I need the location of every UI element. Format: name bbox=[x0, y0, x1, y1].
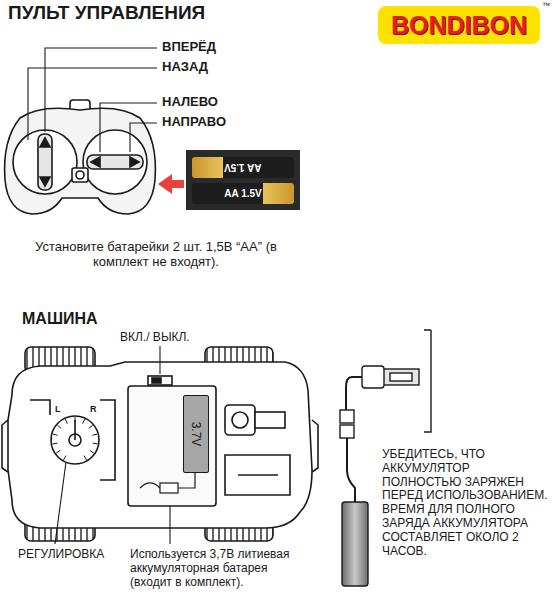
control-label: ВПЕРЁД bbox=[162, 40, 216, 55]
cable bbox=[347, 438, 355, 502]
node-text: AA 1.5V bbox=[224, 162, 261, 173]
battery-bay bbox=[128, 386, 216, 506]
remote-body bbox=[5, 108, 156, 214]
remote-control bbox=[5, 100, 156, 214]
motor bbox=[225, 405, 255, 435]
trim-dial bbox=[51, 416, 99, 464]
connector bbox=[340, 410, 354, 423]
leader-line bbox=[159, 346, 160, 374]
trim-label: РЕГУЛИРОВКА bbox=[18, 548, 104, 562]
leader-lines bbox=[28, 48, 157, 152]
section-title: ПУЛЬТ УПРАВЛЕНИЯ bbox=[8, 2, 205, 24]
bumper bbox=[2, 420, 8, 472]
usb-housing bbox=[362, 366, 384, 388]
usb-contact bbox=[390, 373, 412, 381]
control-label: НАПРАВО bbox=[162, 115, 226, 130]
dial-ticks bbox=[52, 417, 97, 460]
leader-line bbox=[45, 48, 157, 132]
leader-line bbox=[100, 103, 157, 152]
dial-tick bbox=[89, 425, 93, 428]
car-leaders bbox=[55, 346, 170, 544]
back-arrow bbox=[40, 177, 50, 186]
left-arrow bbox=[91, 157, 100, 167]
node-text: AA 1.5V bbox=[224, 188, 261, 199]
charging-note: УБЕДИТЕСЬ, ЧТО АККУМУЛЯТОР ПОЛНОСТЬЮ ЗАР… bbox=[382, 448, 550, 558]
dial-tick bbox=[84, 456, 87, 460]
battery-plug bbox=[160, 483, 178, 493]
car bbox=[2, 347, 318, 541]
axle bbox=[238, 474, 278, 476]
forward-arrow bbox=[40, 138, 50, 147]
power-switch bbox=[148, 376, 172, 385]
bracket bbox=[424, 330, 431, 432]
dial-tick bbox=[53, 434, 58, 435]
usb-plug bbox=[383, 369, 419, 385]
car-chassis bbox=[8, 362, 312, 528]
dial-tick bbox=[90, 450, 94, 453]
leader-line bbox=[169, 506, 170, 544]
dial-tick bbox=[52, 443, 57, 445]
leader-line bbox=[28, 68, 157, 140]
dial-tick bbox=[57, 425, 61, 428]
section-title: МАШИНА bbox=[22, 310, 98, 328]
leader-line bbox=[55, 462, 66, 544]
bumper bbox=[312, 420, 318, 472]
dial-tick bbox=[65, 419, 67, 424]
cable bbox=[346, 377, 362, 410]
leader-line bbox=[130, 123, 157, 152]
left-pad bbox=[13, 130, 77, 194]
dial-tick bbox=[83, 419, 85, 424]
battery-pack bbox=[342, 502, 368, 586]
dial-tick bbox=[93, 443, 98, 445]
dial-tick bbox=[64, 456, 67, 460]
left-right-rocker bbox=[87, 155, 143, 169]
control-label: НАЗАД bbox=[162, 60, 208, 75]
insert-arrow bbox=[158, 174, 184, 194]
battery-wire bbox=[178, 472, 195, 488]
aa-battery: AA 1.5V bbox=[192, 157, 294, 178]
node-text: 3.7V bbox=[189, 422, 203, 447]
power-button bbox=[72, 168, 88, 182]
switch-label: ВКЛ./ ВЫКЛ. bbox=[120, 331, 190, 345]
battery-compartment bbox=[186, 150, 300, 210]
switch-slider bbox=[152, 378, 161, 383]
axle-housing bbox=[225, 455, 290, 495]
dial-mark: R bbox=[90, 404, 97, 414]
dial-tick bbox=[92, 434, 97, 435]
battery-note: Установите батарейки 2 шт. 1,5В “AA” (в … bbox=[6, 240, 306, 270]
aa-battery: AA 1.5V bbox=[192, 183, 294, 204]
dial-tick bbox=[75, 417, 76, 422]
frame-detail bbox=[30, 400, 115, 480]
battery-note: Используется 3,7В литиевая аккумуляторна… bbox=[130, 548, 295, 589]
motor-shaft bbox=[232, 412, 248, 428]
power-button-dot bbox=[76, 171, 84, 179]
gear-housing bbox=[255, 412, 285, 428]
trademark: ™ bbox=[542, 1, 550, 10]
dial-mark: L bbox=[55, 404, 61, 414]
right-arrow bbox=[130, 157, 139, 167]
right-pad bbox=[83, 130, 147, 194]
dial-pointer bbox=[74, 420, 76, 440]
li-ion-battery: 3.7V bbox=[183, 395, 209, 473]
brand-logo: BONDIBON bbox=[378, 6, 540, 44]
connector bbox=[340, 425, 354, 438]
dial-tick bbox=[56, 450, 60, 453]
forward-back-rocker bbox=[38, 134, 52, 190]
control-label: НАЛЕВО bbox=[162, 95, 218, 110]
node-text: BONDIBON bbox=[391, 11, 527, 40]
